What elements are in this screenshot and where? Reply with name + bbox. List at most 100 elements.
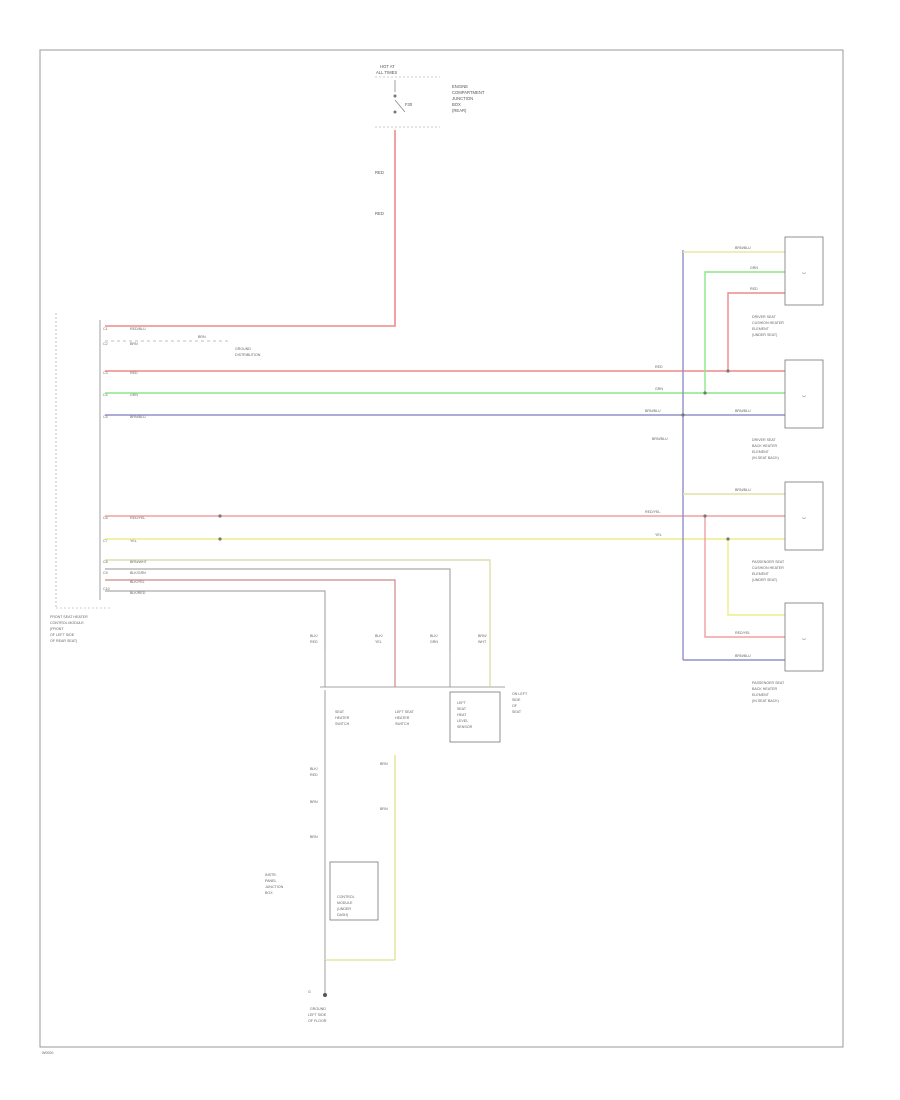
top-fuse-desc-3: JUNCTION (452, 96, 473, 101)
wire-brn-wht (105, 559, 491, 650)
sw-right-2: SIDE (512, 698, 521, 702)
heater-element-2: ⌣ DRIVER SEAT BACK HEATER ELEMENT (IN SE… (752, 359, 824, 460)
pin-c3: C3 (103, 371, 108, 375)
rw-11: RED/YEL (735, 631, 750, 635)
ground-symbol: G GROUND LEFT SIDE OF FLOOR (308, 960, 327, 1023)
sensor3-desc-2: CUSHION HEATER (752, 566, 784, 570)
heater-element-3: ⌣ PASSENGER SEAT CUSHION HEATER ELEMENT … (752, 481, 824, 582)
switch-block: BLK/ RED BLK/ YEL BLK/ GRN BRN/ WHT SEAT… (310, 634, 528, 743)
ib-3: (UNDER (337, 907, 351, 911)
gnd-2: LEFT SIDE (308, 1013, 327, 1017)
rw-4: GRN (655, 387, 663, 391)
rw-0: BRN/BLU (735, 246, 751, 250)
sensor1-desc-3: ELEMENT (752, 327, 770, 331)
sensor4-desc-1: PASSENGER SEAT (752, 681, 785, 685)
ground-note: BRN GROUND DISTRIBUTION (105, 335, 261, 357)
wire-label-red: RED (130, 371, 138, 375)
sw-mid-2: HEATER (395, 716, 410, 720)
lw-4: BRN (310, 835, 318, 839)
wire-blk-yel (105, 579, 396, 650)
pin-c9: C9 (103, 571, 108, 575)
rw-5: BRN/BLU (645, 409, 661, 413)
wire-label-brn-blu: BRN/BLU (130, 415, 146, 419)
rw-3: RED (655, 365, 663, 369)
conn-label-1: BLK/ (310, 634, 318, 638)
wire-label-blk-red: BLK/RED (130, 591, 146, 595)
rw-10: BRN/BLU (735, 488, 751, 492)
top-fuse-desc-4: BOX (452, 102, 461, 107)
conn-label-2: RED (310, 640, 318, 644)
gnd-1: GROUND (310, 1007, 326, 1011)
lw-2: RED (310, 773, 318, 777)
top-fuse-desc-5: (REAR) (452, 108, 467, 113)
fb-1: INSTR. (265, 873, 277, 877)
pin-c5: C5 (103, 415, 108, 419)
rw-1: GRN (750, 266, 758, 270)
sw-left-3: SWITCH (335, 722, 350, 726)
splice-icon (703, 514, 707, 518)
lw-6: BRN (380, 807, 388, 811)
right-redyel-drop (704, 516, 785, 638)
wire-blk-red (105, 590, 326, 650)
top-fuse-title-2: ALL TIMES (376, 70, 397, 75)
pin-c2: C2 (103, 342, 108, 346)
right-green-riser (704, 271, 785, 393)
ground-note-1: GROUND (235, 347, 251, 351)
splice-icon (218, 537, 222, 541)
conn-label-3: BLK/ (375, 634, 383, 638)
sensor3-desc-3: ELEMENT (752, 572, 770, 576)
heater-element-4: ⌣ PASSENGER SEAT BACK HEATER ELEMENT (IN… (752, 602, 824, 703)
top-fuse-label: F30 (405, 102, 413, 107)
sw-small-1: LEFT (457, 701, 467, 705)
gnd-id: G (308, 990, 311, 994)
sw-right-4: SEAT (512, 710, 522, 714)
sensor2-desc-4: (IN SEAT BACK) (752, 456, 779, 460)
module-pin-labels: C1 C2 C3 C4 C5 C6 C7 C8 C9 C10 (103, 327, 110, 591)
conn-label-7: BRN/ (478, 634, 487, 638)
pin-c6: C6 (103, 516, 108, 520)
conn-label-5: BLK/ (430, 634, 438, 638)
sw-left-1: SEAT (335, 710, 345, 714)
sw-right-1: ON LEFT (512, 692, 528, 696)
sw-small-4: LEVEL (457, 719, 468, 723)
control-module-box (329, 861, 379, 921)
conn-label-4: YEL (375, 640, 382, 644)
conn-label-6: GRN (430, 640, 438, 644)
footer-code: W0000 (42, 1051, 53, 1055)
splice-icon (681, 413, 685, 417)
rw-8: RED/YEL (645, 510, 660, 514)
sensor4-desc-4: (IN SEAT BACK) (752, 699, 779, 703)
sw-small-2: SEAT (457, 707, 467, 711)
heater-coil-icon: ⌣ (802, 270, 807, 277)
diagram-frame (39, 49, 844, 1048)
wire-label-red-blu: RED/BLU (130, 327, 146, 331)
wire-label-brn: BRN (130, 342, 138, 346)
wire-blk-grn (105, 568, 451, 650)
sensor2-desc-1: DRIVER SEAT (752, 438, 777, 442)
wire-red-feed (105, 130, 396, 327)
splice-icon (218, 514, 222, 518)
heater-coil-icon: ⌣ (802, 636, 807, 643)
sw-left-2: HEATER (335, 716, 350, 720)
sw-mid-3: SWITCH (395, 722, 410, 726)
lw-5: BRN (380, 762, 388, 766)
wire-label-blk-yel: BLK/YEL (130, 580, 145, 584)
splice-icon (726, 537, 730, 541)
wire-label-grn: GRN (130, 393, 138, 397)
heater-coil-icon: ⌣ (802, 393, 807, 400)
lw-1: BLK/ (310, 767, 318, 771)
ib-1: CONTROL (337, 895, 355, 899)
module-desc-5: OF REAR SEAT) (50, 639, 77, 643)
wire-label-yel: YEL (130, 539, 137, 543)
sensor2-desc-2: BACK HEATER (752, 444, 777, 448)
sw-small-5: SENSOR (457, 725, 473, 729)
top-fuse-block: HOT AT ALL TIMES F30 ENGINE COMPARTMENT … (375, 64, 485, 216)
fuse-contact-icon (393, 94, 397, 98)
sensor3-desc-1: PASSENGER SEAT (752, 560, 785, 564)
module-desc-3: (FRONT (50, 627, 64, 631)
module-desc-1: FRONT SEAT HEATER (50, 615, 88, 619)
rw-6: BRN/BLU (735, 409, 751, 413)
sw-right-3: OF (512, 704, 518, 708)
sensor1-desc-4: (UNDER SEAT) (752, 333, 777, 337)
right-wire-labels: BRN/BLU GRN RED RED GRN BRN/BLU BRN/BLU … (645, 246, 758, 658)
